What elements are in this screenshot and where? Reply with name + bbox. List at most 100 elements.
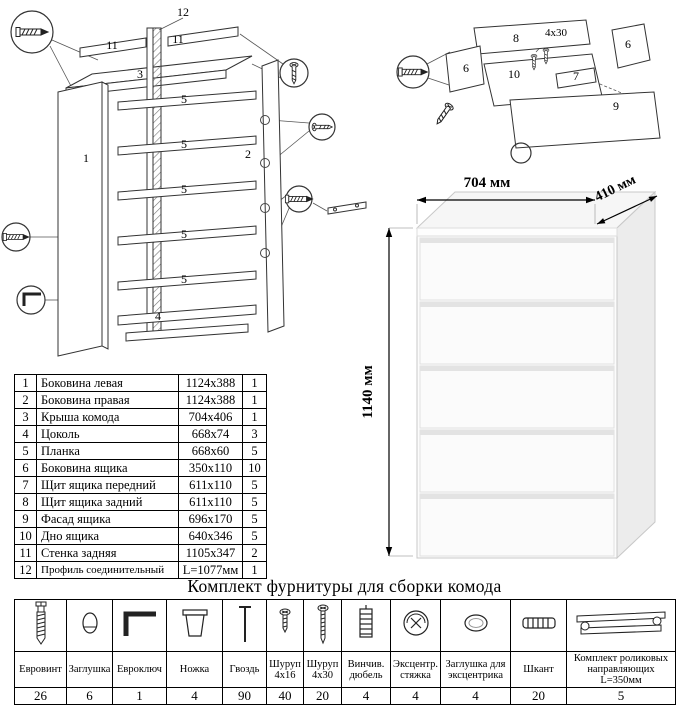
part-size-cell: 1105x347 [178, 544, 243, 562]
hardware-icon-cell [14, 599, 67, 652]
hardware-icon-cell [341, 599, 391, 652]
right-side-panel [261, 59, 285, 333]
part-number-cell: 2 [14, 391, 37, 409]
part-qty-cell: 5 [242, 442, 267, 460]
bracket-hole [355, 203, 359, 208]
hardware-name-cell: Евроключ [112, 650, 167, 689]
hardware-name-cell: Комплект роликовых направляющих L=350мм [566, 650, 676, 689]
drawer-front [419, 301, 615, 365]
hardware-name-cell: Винчив. дюбель [341, 650, 391, 689]
hardware-icon-cell [390, 599, 441, 652]
part-qty-cell: 1 [242, 408, 267, 426]
dresser-top-face [415, 191, 657, 229]
nail-icon [238, 606, 251, 642]
part-name-cell: Профиль соединительный [36, 561, 179, 579]
hardware-kit-title: Комплект фурнитуры для сборки комода [187, 576, 502, 596]
hardware-qty-cell: 4 [390, 687, 441, 705]
drawer-grip-groove [420, 366, 614, 371]
width-dimension-label: 704 мм [464, 175, 511, 191]
dowel-pin-icon [521, 617, 556, 629]
part-size-cell: 640x346 [178, 527, 243, 545]
table-row: 6 Боковина ящика 350x110 10 [14, 459, 267, 477]
hardware-name-cell: Заглушка [66, 650, 113, 689]
hardware-icon-cell [510, 599, 567, 652]
table-row: 3 Крыша комода 704x406 1 [14, 408, 267, 426]
parts-table: 1 Боковина левая 1124x388 1 2 Боковина п… [14, 374, 267, 579]
panel-shapes [57, 26, 367, 357]
hardware-name-cell: Шуруп 4x16 [266, 650, 304, 689]
part-label: 10 [508, 67, 520, 81]
screw-size-label: 4x30 [545, 27, 568, 39]
hardware-qty-cell: 4 [166, 687, 223, 705]
part-qty-cell: 1 [242, 374, 267, 392]
part-label: 12 [177, 5, 189, 19]
hardware-name-cell: Шкант [510, 650, 567, 689]
extension-ticks [389, 204, 596, 557]
part-name-cell: Щит ящика задний [36, 493, 179, 511]
hardware-qty-cell: 40 [266, 687, 304, 705]
plank [117, 270, 257, 291]
part-number-cell: 7 [14, 476, 37, 494]
height-dimension-label: 1140 мм [360, 365, 376, 418]
part-number-cell: 3 [14, 408, 37, 426]
hardware-kit-table: Евровинт Заглушка Евроключ Ножка Гвоздь … [14, 599, 676, 705]
hardware-name-cell: Ножка [166, 650, 223, 689]
back-slat-left [79, 37, 147, 58]
part-size-cell: 704x406 [178, 408, 243, 426]
hardware-qty-row: 26 6 1 4 90 40 20 4 4 4 20 5 [14, 687, 676, 705]
exploded-assembly-svg: 12 11 11 3 1 2 5 5 5 5 5 4 [1, 5, 367, 357]
hardware-qty-cell: 20 [510, 687, 567, 705]
bracket-hole [333, 207, 337, 212]
drawer-facade [509, 91, 661, 149]
plank [117, 180, 257, 201]
part-label: 8 [513, 31, 519, 45]
part-qty-cell: 1 [242, 561, 267, 579]
hardware-qty-cell: 5 [566, 687, 676, 705]
part-label: 5 [181, 182, 187, 196]
callout-circles [1, 10, 336, 315]
dresser-top-edge [416, 227, 618, 237]
left-side-panel [57, 81, 103, 357]
table-row: 1 Боковина левая 1124x388 1 [14, 374, 267, 392]
part-number-cell: 10 [14, 527, 37, 545]
hardware-name-cell: Эксцентр. стяжка [390, 650, 441, 689]
part-labels: 12 11 11 3 1 2 5 5 5 5 5 4 [83, 5, 251, 323]
table-row: 12 Профиль соединительный L=1077мм 1 [14, 561, 267, 579]
part-name-cell: Цоколь [36, 425, 179, 443]
screw-icon [432, 101, 455, 127]
part-number-cell: 12 [14, 561, 37, 579]
screw-4x30-icon [317, 604, 328, 645]
parts-table-grid: 1 Боковина левая 1124x388 1 2 Боковина п… [14, 374, 267, 579]
part-label: 1 [83, 151, 89, 165]
drawer-grip-groove [420, 430, 614, 435]
part-number-cell: 5 [14, 442, 37, 460]
hardware-icon-cell [440, 599, 511, 652]
drawer-assembly-svg: 8 4x30 6 6 10 7 9 [396, 19, 661, 164]
hardware-icon-row [14, 599, 676, 652]
part-number-cell: 8 [14, 493, 37, 511]
part-size-cell: 668x74 [178, 425, 243, 443]
table-row: 4 Цоколь 668x74 3 [14, 425, 267, 443]
part-label: 7 [573, 69, 579, 83]
hardware-icon-cell [566, 599, 676, 652]
part-size-cell: 1124x388 [178, 391, 243, 409]
hardware-name-cell: Заглушка для эксцентрика [440, 650, 511, 689]
part-label: 2 [245, 147, 251, 161]
hardware-name-cell: Гвоздь [222, 650, 267, 689]
table-row: 9 Фасад ящика 696x170 5 [14, 510, 267, 528]
dimension-lines [388, 195, 658, 556]
part-size-cell: 350x110 [178, 459, 243, 477]
hardware-table-grid: Евровинт Заглушка Евроключ Ножка Гвоздь … [14, 599, 676, 705]
part-size-cell: 696x170 [178, 510, 243, 528]
plank [117, 135, 257, 156]
drawer-fronts [419, 237, 615, 557]
drawer-front [419, 365, 615, 429]
dresser-render-svg: 704 мм 410 мм 1140 мм [360, 172, 658, 560]
hardware-qty-cell: 90 [222, 687, 267, 705]
plug-icon [81, 612, 98, 634]
exploded-assembly-diagram: 12 11 11 3 1 2 5 5 5 5 5 4 [0, 0, 390, 374]
plank [117, 225, 257, 246]
part-name-cell: Боковина правая [36, 391, 179, 409]
hardware-qty-cell: 6 [66, 687, 113, 705]
leg-icon [181, 609, 208, 637]
